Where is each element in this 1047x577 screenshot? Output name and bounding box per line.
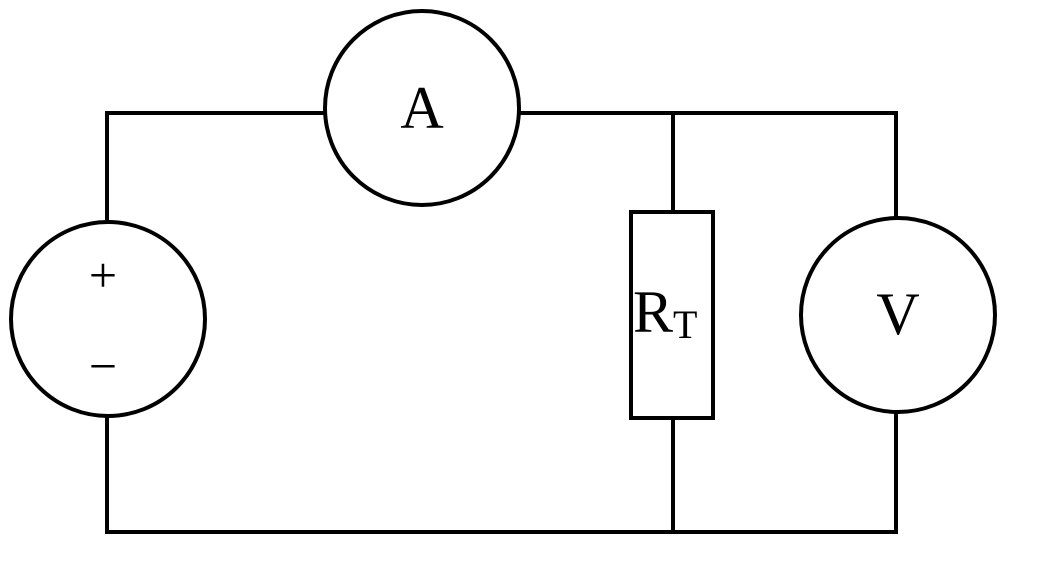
voltmeter: V xyxy=(799,216,997,414)
resistor-label-main: R xyxy=(633,279,673,345)
thermistor-resistor: RT xyxy=(629,210,715,420)
voltmeter-label: V xyxy=(876,281,919,347)
voltmeter-body xyxy=(799,216,997,414)
voltage-source: + − xyxy=(9,220,207,418)
ammeter: A xyxy=(323,9,521,207)
wire-source-to-ammeter xyxy=(105,111,327,224)
resistor-body xyxy=(629,210,715,420)
ammeter-body xyxy=(323,9,521,207)
wires xyxy=(105,111,898,534)
wire-bottom xyxy=(105,408,898,534)
source-minus-sign: − xyxy=(89,338,117,394)
source-plus-sign: + xyxy=(89,247,117,303)
ammeter-label: A xyxy=(400,75,443,141)
voltage-source-body xyxy=(9,220,207,418)
resistor-label: RT xyxy=(633,279,697,347)
resistor-label-subscript: T xyxy=(673,302,697,347)
wire-ammeter-to-right xyxy=(518,111,898,222)
